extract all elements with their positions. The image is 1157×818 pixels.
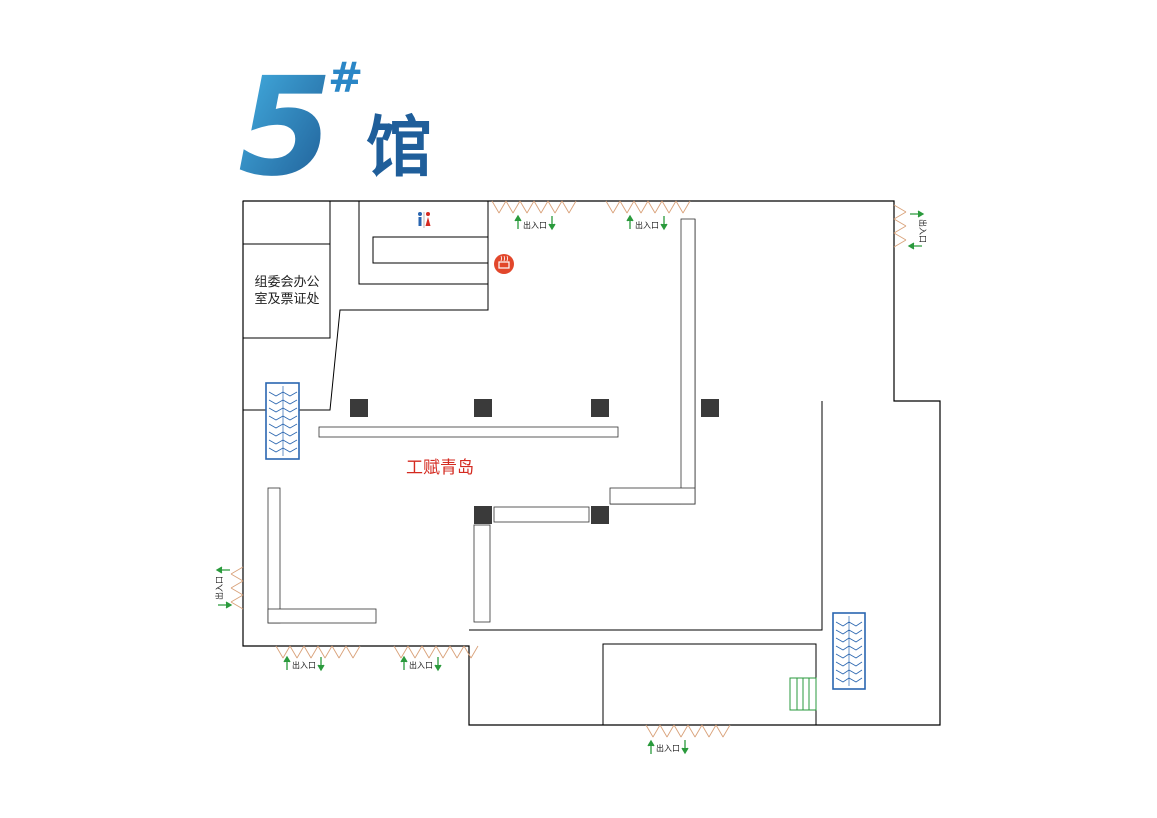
entrance-label: 出入口: [523, 220, 547, 230]
entrance-label: 出入口: [214, 576, 224, 600]
door-icon: [491, 200, 577, 214]
arrow-down-icon: [218, 601, 233, 609]
arrow-up-icon: [647, 739, 655, 754]
door-icon: [393, 645, 479, 659]
entrance-top-2[interactable]: 出入口: [605, 200, 691, 231]
pillar-icon: [701, 399, 719, 417]
entrance-label: 出入口: [635, 220, 659, 230]
escalator-icon: [832, 612, 866, 690]
entrance-left[interactable]: 出入口: [214, 566, 244, 610]
pillars: [350, 399, 719, 524]
arrow-down-icon: [317, 657, 325, 672]
entrance-bottom-1[interactable]: 出入口: [275, 645, 361, 672]
pillar-icon: [474, 506, 492, 524]
door-icon: [230, 566, 244, 610]
door-icon: [893, 204, 907, 248]
arrow-down-icon: [548, 216, 556, 231]
entrance-label: 出入口: [409, 660, 433, 670]
arrow-up-icon: [910, 210, 925, 218]
hall-number-superscript: #: [328, 53, 363, 102]
office-label-line1: 组委会办公: [254, 275, 319, 290]
pillar-icon: [591, 399, 609, 417]
arrow-down-icon: [660, 216, 668, 231]
entrance-label: 出入口: [656, 743, 680, 753]
display-counters: [267, 218, 696, 624]
office-label-line2: 室及票证处: [254, 291, 319, 307]
hall-label: 馆: [366, 109, 432, 186]
entrance-label: 出入口: [292, 660, 316, 670]
pillar-icon: [474, 399, 492, 417]
south-room: [602, 643, 817, 725]
entrance-bottom-3[interactable]: 出入口: [645, 724, 731, 755]
escalator-icon: [265, 382, 300, 460]
pillar-icon: [350, 399, 368, 417]
arrow-up-icon: [626, 214, 634, 229]
door-icon: [275, 645, 361, 659]
door-icon: [605, 200, 691, 214]
arrow-up-icon: [514, 214, 522, 229]
entrance-right[interactable]: 出入口: [893, 204, 928, 250]
page-title: 5 # 馆: [238, 49, 432, 207]
stairs-icon: [789, 677, 817, 711]
restroom-icon: [418, 212, 431, 228]
entrance-top-1[interactable]: 出入口: [491, 200, 577, 231]
arrow-down-icon: [907, 242, 922, 250]
pillar-icon: [591, 506, 609, 524]
arrow-down-icon: [434, 657, 442, 672]
arrow-down-icon: [681, 740, 689, 755]
arrow-up-icon: [215, 566, 230, 574]
entrance-label: 出入口: [918, 219, 928, 243]
office-ticket-room: [242, 200, 331, 339]
arrow-up-icon: [400, 655, 408, 670]
entrance-bottom-2[interactable]: 出入口: [393, 645, 479, 672]
arrow-up-icon: [283, 655, 291, 670]
restaurant-icon: [494, 254, 514, 274]
door-icon: [645, 724, 731, 738]
hall-number: 5: [238, 49, 333, 207]
exhibitor-label: 工赋青岛: [406, 458, 474, 478]
